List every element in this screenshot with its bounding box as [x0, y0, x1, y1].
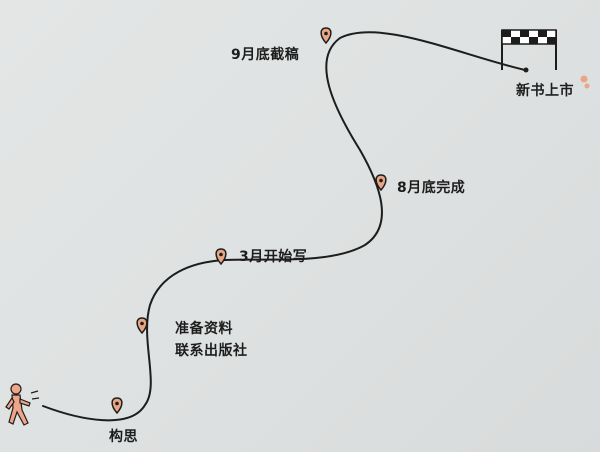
milestone-label-finish: 8月底完成 [397, 180, 466, 196]
finish-flag-icon [501, 29, 557, 70]
milestone-label-start-writing: 3月开始写 [239, 249, 308, 265]
milestone-label-contact-publisher: 联系出版社 [175, 343, 248, 359]
motion-mark [30, 390, 39, 394]
runner-icon [5, 383, 31, 426]
location-pin-icon [375, 174, 387, 192]
location-pin-icon [215, 248, 227, 266]
milestone-label-idea: 构思 [109, 429, 138, 445]
path-end-dot [523, 67, 529, 73]
milestone-label-launch: 新书上市 [516, 83, 574, 99]
sparkle-decoration [580, 75, 590, 89]
milestone-label-deadline: 9月底截稿 [231, 47, 300, 63]
milestone-label-materials: 准备资料 [175, 321, 233, 337]
motion-mark [31, 397, 40, 400]
location-pin-icon [111, 397, 123, 415]
location-pin-icon [136, 317, 148, 335]
timeline-path [42, 31, 526, 422]
location-pin-icon [320, 27, 332, 45]
